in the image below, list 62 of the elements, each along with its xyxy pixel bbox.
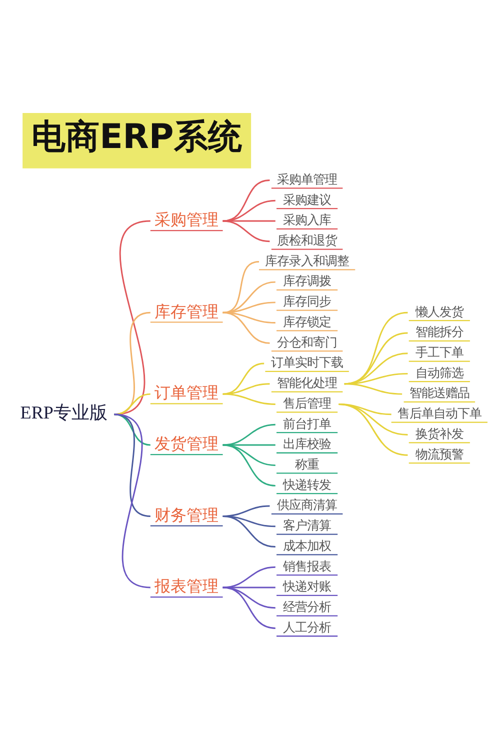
node-text: 售后单自动下单 [396,406,481,421]
node-text: 库存管理 [154,302,218,321]
node-text: 报表管理 [154,576,218,596]
node-text: 订单实时下载 [270,354,343,370]
connector [222,586,275,588]
node-text: 出库校验 [282,436,331,452]
node-text: 前台打单 [282,416,331,431]
node-text: 经营分析 [282,599,331,614]
connector [222,312,270,344]
connector [222,200,275,222]
node-text: 懒人发货 [414,304,463,319]
connector [222,566,275,588]
connector [222,281,275,314]
node-text: 换货补发 [414,426,463,441]
node-text: 快递对账 [282,578,331,594]
node-text: 订单管理 [154,383,218,402]
connector [344,383,402,395]
connector [114,220,150,416]
connector [222,393,275,405]
node-text: 库存录入和调整 [264,252,349,268]
node-text: 智能拆分 [414,324,463,340]
node-text: 采购入库 [282,212,331,228]
connector [222,362,264,395]
node-text: 采购管理 [154,210,218,230]
node-text: 智能化处理 [276,375,337,390]
node-text: 手工下单 [414,344,463,360]
node-text: 库存同步 [282,294,331,309]
connector [338,404,408,456]
connector [114,414,150,588]
connector [222,515,275,548]
node-text: 客户清算 [282,518,331,533]
node-text: 自动筛选 [414,364,463,380]
connector [114,393,150,416]
connector [222,586,275,609]
node-text: 分仓和寄门 [276,334,337,350]
node-text: 成本加权 [282,538,331,553]
node-text: 快递转发 [282,476,331,492]
node-text: 人工分析 [282,619,331,634]
node-text: 库存锁定 [282,314,331,329]
node-text: 智能送赠品 [408,385,469,400]
connector [222,444,275,446]
node-text: 库存调拨 [282,273,331,288]
connector [222,424,275,446]
connector [114,414,150,517]
connector [222,586,275,629]
node-text: ERP专业版 [20,402,107,423]
node-text: 质检和退货 [276,232,337,248]
node-text: 称重 [294,456,319,472]
connector [222,444,275,466]
connector [222,444,275,486]
node-text: 售后管理 [282,395,331,410]
node-text: 供应商清算 [276,497,337,512]
node-text: 采购单管理 [276,171,337,186]
node-text: 采购建议 [282,192,331,207]
diagram-title: 电商ERP系统 [31,118,242,158]
node-text: 销售报表 [282,558,331,574]
node-text: 财务管理 [154,505,218,524]
connector [222,220,270,242]
connector [222,383,270,395]
connector [114,312,150,416]
node-text: 发货管理 [154,434,218,454]
node-text: 物流预警 [414,446,463,462]
